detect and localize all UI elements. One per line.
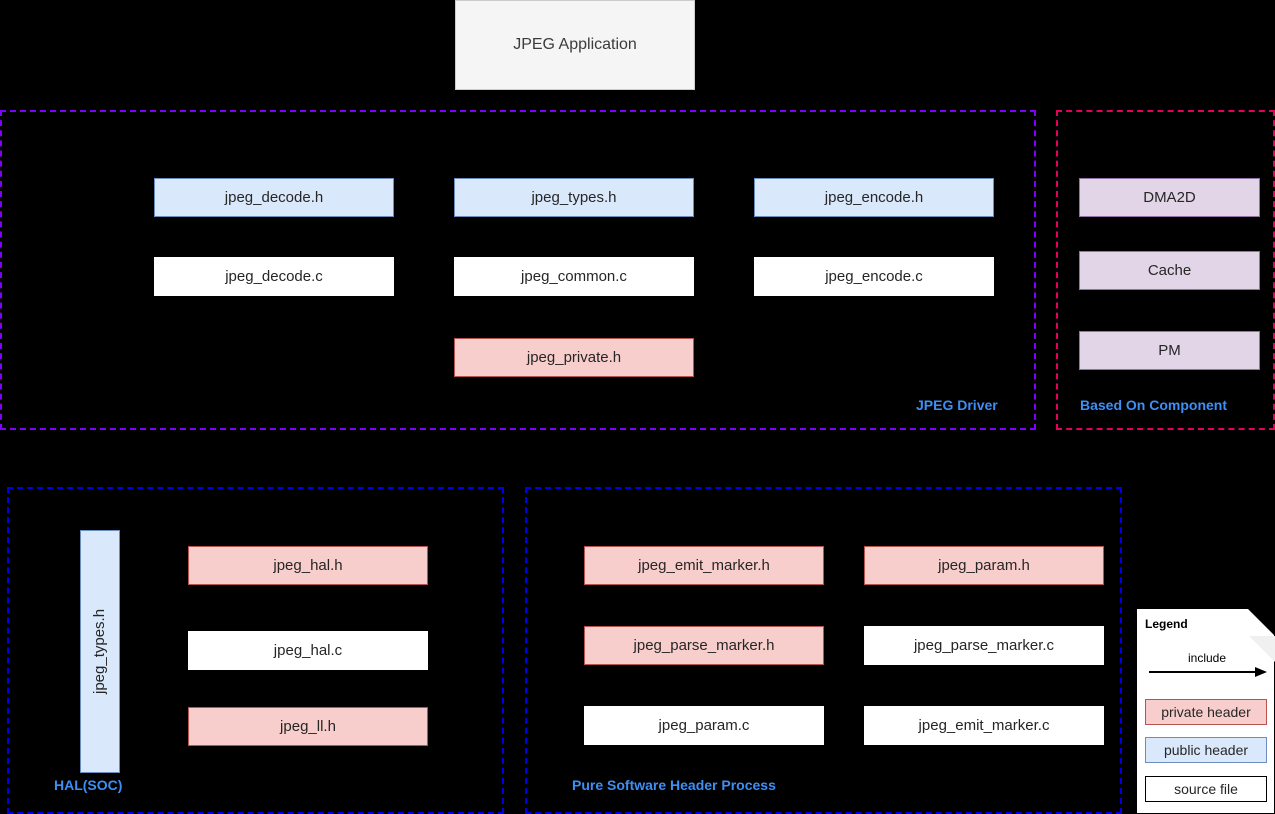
node-jpeg-emit-marker-c[interactable]: jpeg_emit_marker.c — [864, 706, 1104, 745]
region-based-on-component — [1056, 110, 1275, 430]
node-jpeg-emit-marker-h[interactable]: jpeg_emit_marker.h — [584, 546, 824, 585]
legend-fold-corner-icon — [1247, 608, 1275, 662]
arrow-right-icon — [1149, 667, 1267, 677]
node-hal-jpeg-types-h[interactable]: jpeg_types.h — [80, 530, 120, 773]
node-cache[interactable]: Cache — [1079, 251, 1260, 290]
node-jpeg-parse-marker-c[interactable]: jpeg_parse_marker.c — [864, 626, 1104, 665]
node-jpeg-application[interactable]: JPEG Application — [455, 0, 695, 90]
region-label-hal-soc: HAL(SOC) — [54, 777, 123, 793]
node-jpeg-param-h[interactable]: jpeg_param.h — [864, 546, 1104, 585]
node-jpeg-types-h[interactable]: jpeg_types.h — [454, 178, 694, 217]
region-hal-soc — [7, 487, 504, 814]
node-jpeg-ll-h[interactable]: jpeg_ll.h — [188, 707, 428, 746]
node-jpeg-hal-c[interactable]: jpeg_hal.c — [188, 631, 428, 670]
node-jpeg-decode-h[interactable]: jpeg_decode.h — [154, 178, 394, 217]
node-jpeg-private-h[interactable]: jpeg_private.h — [454, 338, 694, 377]
region-label-based-on-component: Based On Component — [1080, 397, 1228, 413]
legend-swatch-source-file: source file — [1145, 776, 1267, 802]
node-jpeg-parse-marker-h[interactable]: jpeg_parse_marker.h — [584, 626, 824, 665]
legend-panel: Legend include private header public hea… — [1136, 608, 1275, 814]
legend-fold-corner-inner-icon — [1249, 636, 1275, 662]
region-jpeg-driver — [0, 110, 1036, 430]
legend-swatch-public-header: public header — [1145, 737, 1267, 763]
region-pure-software-header-process — [525, 487, 1122, 814]
node-dma2d[interactable]: DMA2D — [1079, 178, 1260, 217]
node-jpeg-param-c[interactable]: jpeg_param.c — [584, 706, 824, 745]
node-jpeg-encode-c[interactable]: jpeg_encode.c — [754, 257, 994, 296]
node-pm[interactable]: PM — [1079, 331, 1260, 370]
node-jpeg-decode-c[interactable]: jpeg_decode.c — [154, 257, 394, 296]
region-label-jpeg-driver: JPEG Driver — [916, 397, 998, 413]
legend-swatch-private-header: private header — [1145, 699, 1267, 725]
region-label-pure-software-header-process: Pure Software Header Process — [572, 777, 776, 793]
node-jpeg-hal-h[interactable]: jpeg_hal.h — [188, 546, 428, 585]
node-jpeg-common-c[interactable]: jpeg_common.c — [454, 257, 694, 296]
legend-include-arrow-group: include — [1147, 651, 1267, 681]
legend-title: Legend — [1145, 617, 1188, 631]
legend-include-label: include — [1187, 651, 1227, 665]
node-jpeg-encode-h[interactable]: jpeg_encode.h — [754, 178, 994, 217]
